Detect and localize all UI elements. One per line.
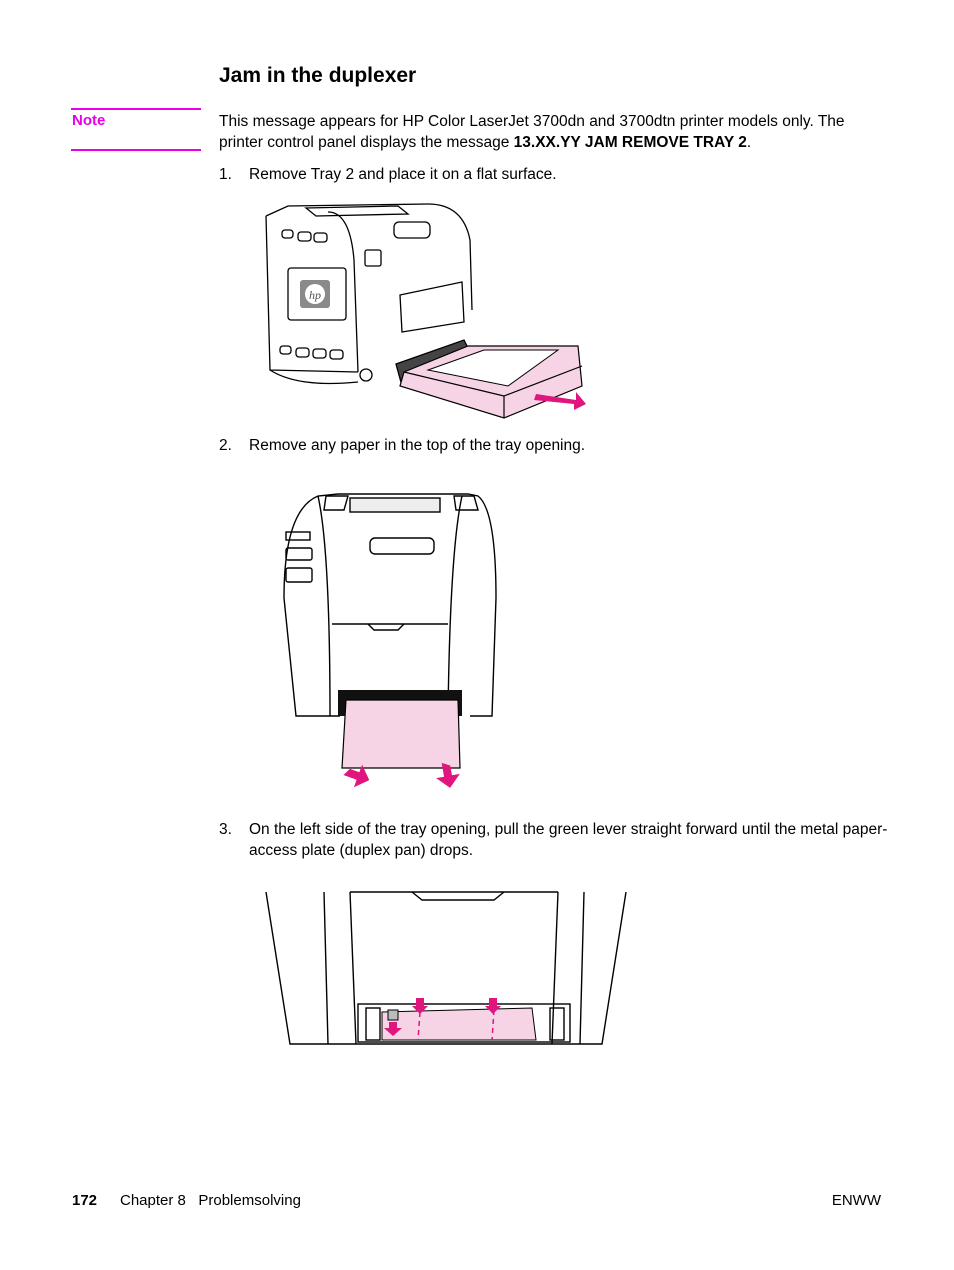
step-text: On the left side of the tray opening, pu… xyxy=(249,821,888,859)
step-text: Remove Tray 2 and place it on a flat sur… xyxy=(249,166,557,183)
note-text-end: . xyxy=(746,134,752,151)
figure-remove-paper xyxy=(283,493,497,788)
step-number: 3. xyxy=(219,821,232,838)
pull-arrow-right xyxy=(436,762,460,788)
drop-arrow-left xyxy=(412,998,428,1014)
step-text: Remove any paper in the top of the tray … xyxy=(249,437,586,454)
pull-arrow-left xyxy=(343,764,370,788)
figure-remove-tray: hp xyxy=(265,203,586,419)
step-2: 2. Remove any paper in the top of the tr… xyxy=(219,435,889,456)
note-top-rule xyxy=(71,108,201,110)
page-heading: Jam in the duplexer xyxy=(219,64,417,87)
hp-logo: hp xyxy=(300,280,330,308)
green-lever xyxy=(387,1009,399,1021)
note-text-main: This message appears for HP Color LaserJ… xyxy=(219,113,845,151)
drop-arrow-right xyxy=(485,998,501,1014)
page-number: 172 xyxy=(72,1192,98,1209)
chapter-label: Chapter 8 Problemsolving xyxy=(120,1192,301,1209)
step-number: 2. xyxy=(219,437,232,454)
footer-right-label: ENWW xyxy=(831,1192,881,1209)
step-1: 1. Remove Tray 2 and place it on a flat … xyxy=(219,164,889,185)
step-3: 3. On the left side of the tray opening,… xyxy=(219,819,889,861)
note-label: Note xyxy=(72,112,106,129)
note-bottom-rule xyxy=(71,149,201,151)
duplex-paper xyxy=(381,1007,537,1041)
lever-arrow xyxy=(384,1022,402,1036)
jammed-paper xyxy=(341,699,461,769)
note-text: This message appears for HP Color LaserJ… xyxy=(219,111,889,153)
svg-text:hp: hp xyxy=(309,288,321,302)
figure-duplex-lever xyxy=(265,891,627,1045)
pull-arrow xyxy=(534,392,586,410)
step-number: 1. xyxy=(219,166,232,183)
note-message-code: 13.XX.YY JAM REMOVE TRAY 2 xyxy=(513,134,747,151)
